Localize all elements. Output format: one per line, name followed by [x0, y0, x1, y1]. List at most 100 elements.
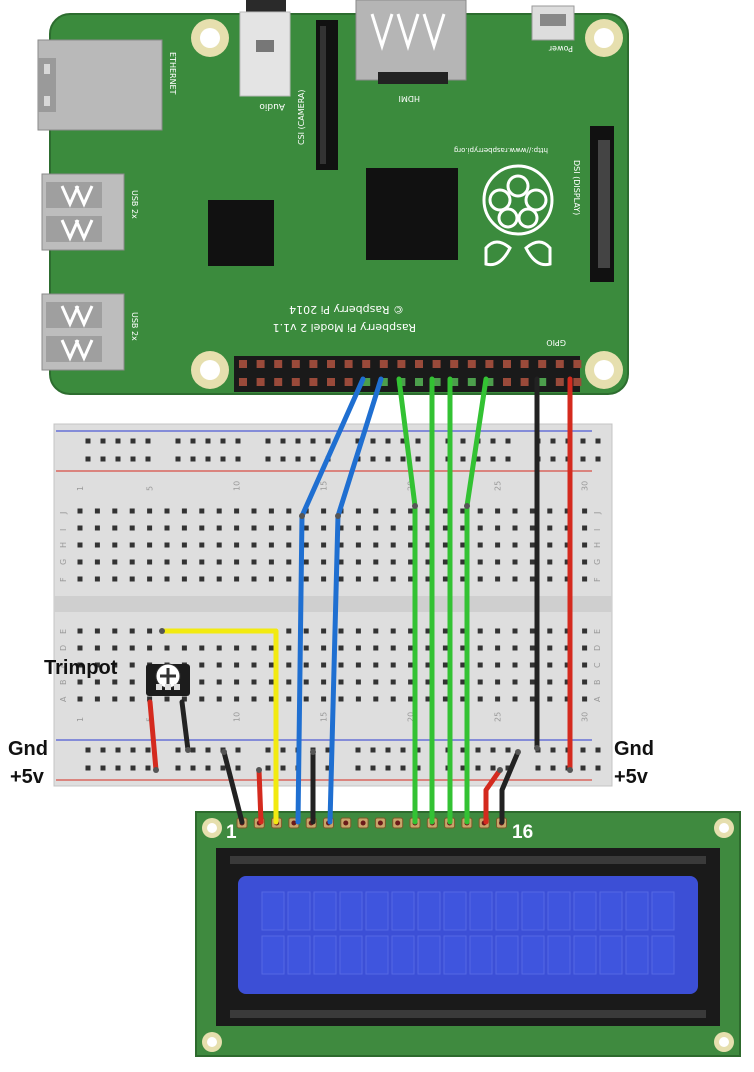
- breadboard-hole: [373, 696, 379, 702]
- model-label: Raspberry Pi Model 2 v1.1: [273, 321, 416, 334]
- breadboard-hole: [286, 542, 292, 548]
- breadboard-hole: [529, 525, 535, 531]
- lcd-character-cell: [599, 891, 623, 931]
- lcd-character-cell: [391, 891, 415, 931]
- rail-hole: [130, 747, 136, 753]
- rail-hole: [280, 747, 286, 753]
- breadboard-hole: [564, 525, 570, 531]
- breadboard-hole: [582, 628, 588, 634]
- breadboard-hole: [390, 576, 396, 582]
- breadboard-hole: [390, 645, 396, 651]
- rail-hole: [370, 438, 376, 444]
- breadboard-hole: [512, 525, 518, 531]
- breadboard-hole: [477, 628, 483, 634]
- breadboard-hole: [77, 576, 83, 582]
- breadboard-hole: [321, 696, 327, 702]
- breadboard-hole: [477, 645, 483, 651]
- breadboard-hole: [286, 525, 292, 531]
- breadboard-hole: [442, 525, 448, 531]
- breadboard-hole: [373, 508, 379, 514]
- rail-hole: [130, 765, 136, 771]
- breadboard-hole: [495, 542, 501, 548]
- usb-port-top: [41, 173, 125, 251]
- breadboard-hole: [425, 542, 431, 548]
- breadboard-hole: [373, 628, 379, 634]
- breadboard-hole: [129, 628, 135, 634]
- breadboard-hole: [234, 508, 240, 514]
- rail-hole: [145, 765, 151, 771]
- breadboard-hole: [564, 628, 570, 634]
- breadboard-hole: [460, 508, 466, 514]
- breadboard-hole: [77, 559, 83, 565]
- breadboard-hole: [216, 696, 222, 702]
- rail-hole: [355, 765, 361, 771]
- breadboard-hole: [547, 679, 553, 685]
- lcd-character-cell: [599, 935, 623, 975]
- breadboard-hole: [164, 696, 170, 702]
- rail-hole: [550, 765, 556, 771]
- breadboard-hole: [129, 696, 135, 702]
- breadboard-hole: [234, 662, 240, 668]
- breadboard-hole: [251, 662, 257, 668]
- breadboard-hole: [425, 679, 431, 685]
- breadboard-hole: [199, 696, 205, 702]
- rail-hole: [400, 765, 406, 771]
- breadboard-hole: [147, 508, 153, 514]
- rail-hole: [580, 765, 586, 771]
- row-letter-left: F: [59, 577, 68, 582]
- breadboard-hole: [477, 696, 483, 702]
- gpio-pin: [239, 378, 247, 386]
- breadboard-hole: [147, 542, 153, 548]
- rail-hole: [235, 438, 241, 444]
- rail-hole: [385, 765, 391, 771]
- row-letter-left: B: [59, 680, 68, 686]
- breadboard-hole: [147, 559, 153, 565]
- rail-hole: [505, 438, 511, 444]
- rail-hole: [130, 456, 136, 462]
- row-letter-right: C: [593, 662, 602, 668]
- rail-hole: [220, 456, 226, 462]
- breadboard-hole: [408, 576, 414, 582]
- ethernet-port: [37, 39, 163, 131]
- rail-hole: [265, 438, 271, 444]
- lcd-character-cell: [339, 935, 363, 975]
- breadboard-hole: [268, 576, 274, 582]
- gpio-pin: [573, 360, 582, 368]
- breadboard-hole: [181, 645, 187, 651]
- breadboard-hole: [529, 576, 535, 582]
- chip-processor: [366, 168, 458, 260]
- breadboard-hole: [408, 508, 414, 514]
- breadboard-hole: [338, 662, 344, 668]
- breadboard-hole: [147, 645, 153, 651]
- raspberry-pi-board: ETHERNET USB 2x USB 2x Audio: [37, 0, 629, 395]
- gpio-header: [234, 356, 582, 392]
- breadboard-hole: [355, 559, 361, 565]
- breadboard-hole: [199, 508, 205, 514]
- breadboard-hole: [286, 559, 292, 565]
- breadboard-hole: [564, 696, 570, 702]
- lcd-character-cell: [313, 935, 337, 975]
- rail-hole: [595, 747, 601, 753]
- breadboard-hole: [547, 576, 553, 582]
- power-connector: [531, 5, 575, 41]
- breadboard-hole: [547, 508, 553, 514]
- breadboard-hole: [373, 542, 379, 548]
- breadboard-hole: [129, 508, 135, 514]
- breadboard-hole: [321, 662, 327, 668]
- breadboard-hole: [181, 525, 187, 531]
- breadboard-hole: [477, 508, 483, 514]
- breadboard-hole: [147, 628, 153, 634]
- breadboard-hole: [355, 679, 361, 685]
- breadboard-hole: [94, 628, 100, 634]
- breadboard-hole: [181, 696, 187, 702]
- breadboard-hole: [390, 662, 396, 668]
- rail-hole: [370, 456, 376, 462]
- breadboard-hole: [355, 576, 361, 582]
- breadboard-hole: [216, 508, 222, 514]
- rail-hole: [85, 747, 91, 753]
- breadboard-hole: [373, 645, 379, 651]
- lcd-pin-first-label: 1: [226, 822, 237, 843]
- rail-hole: [535, 765, 541, 771]
- rail-hole: [175, 438, 181, 444]
- rail-hole: [265, 456, 271, 462]
